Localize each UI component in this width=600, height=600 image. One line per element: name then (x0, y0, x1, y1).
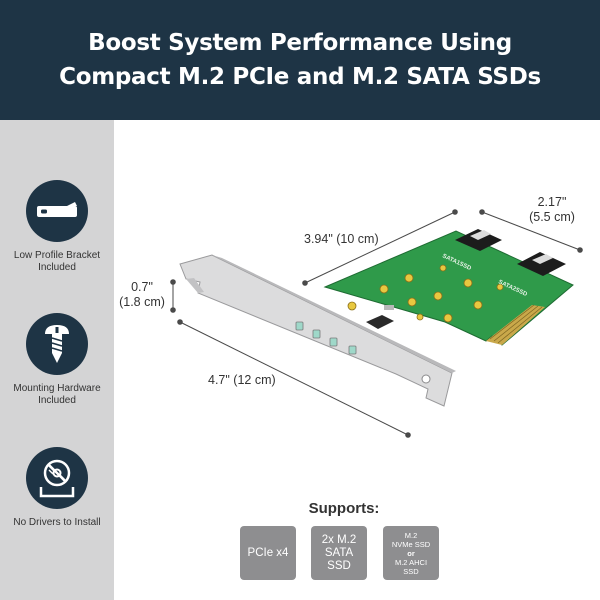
dimension-label-bracket: 4.7" (12 cm) (208, 373, 276, 387)
pcie-connector (486, 305, 545, 345)
controller-chip (366, 315, 394, 329)
feature-label: No Drivers to Install (13, 517, 101, 528)
feature-label: Included (38, 395, 76, 406)
screw-icon (26, 313, 88, 375)
feature-no-drivers: No Drivers to Install (0, 447, 114, 529)
feature-label: Low Profile Bracket (13, 250, 101, 261)
dimension-height-metric: (1.8 cm) (119, 295, 165, 309)
tile-text: NVMe SSD (391, 539, 431, 549)
tile-text: or (407, 548, 415, 558)
dimension-height-value: 0.7" (131, 280, 153, 294)
led-indicator (295, 321, 304, 331)
title-line-2: Compact M.2 PCIe and M.2 SATA SSDs (59, 64, 541, 90)
led-indicator (312, 329, 321, 339)
header-banner: Boost System Performance Using Compact M… (0, 0, 600, 120)
supports-title: Supports: (308, 500, 380, 517)
bracket-icon (26, 180, 88, 242)
title-line-1: Boost System Performance Using (88, 30, 512, 56)
pcb-board (323, 229, 574, 346)
tile-text: 2x M.2 (321, 533, 357, 546)
support-tile-nvme: M.2 NVMe SSD or M.2 AHCI SSD (383, 526, 439, 580)
no-drivers-icon (26, 447, 88, 509)
dimension-label-length: 3.94" (10 cm) (304, 232, 379, 246)
feature-sidebar: Low Profile Bracket Included Mounting Ha… (0, 120, 114, 600)
led-indicator (348, 345, 357, 355)
feature-low-profile-bracket: Low Profile Bracket Included (0, 180, 114, 274)
tile-text: PCIe x4 (247, 546, 289, 559)
tile-text: SSD (327, 559, 351, 572)
pcie-bracket (179, 254, 456, 407)
dimension-width-metric: (5.5 cm) (529, 210, 575, 224)
feature-label: Mounting Hardware (13, 383, 101, 394)
sata-port-1 (455, 229, 502, 251)
support-tile-sata: 2x M.2 SATA SSD (311, 526, 367, 580)
feature-mounting-hardware: Mounting Hardware Included (0, 313, 114, 407)
dimension-line-width (481, 211, 581, 251)
dimension-label-height: 0.7" (1.8 cm) (116, 280, 168, 310)
dimension-label-width: 2.17" (5.5 cm) (522, 195, 582, 225)
dimension-line-length (304, 211, 456, 284)
led-indicator (329, 337, 338, 347)
dimension-line-bracket (179, 321, 409, 436)
tile-text: SATA (324, 546, 354, 559)
dimension-width-value: 2.17" (537, 195, 567, 209)
tile-text: M.2 (404, 530, 418, 540)
sata-port-2 (517, 252, 566, 276)
product-panel (114, 120, 600, 600)
support-tile-pcie: PCIe x4 (240, 526, 296, 580)
tile-text: M.2 AHCI (394, 557, 428, 567)
tile-text: SSD (403, 566, 419, 576)
feature-label: Included (38, 262, 76, 273)
